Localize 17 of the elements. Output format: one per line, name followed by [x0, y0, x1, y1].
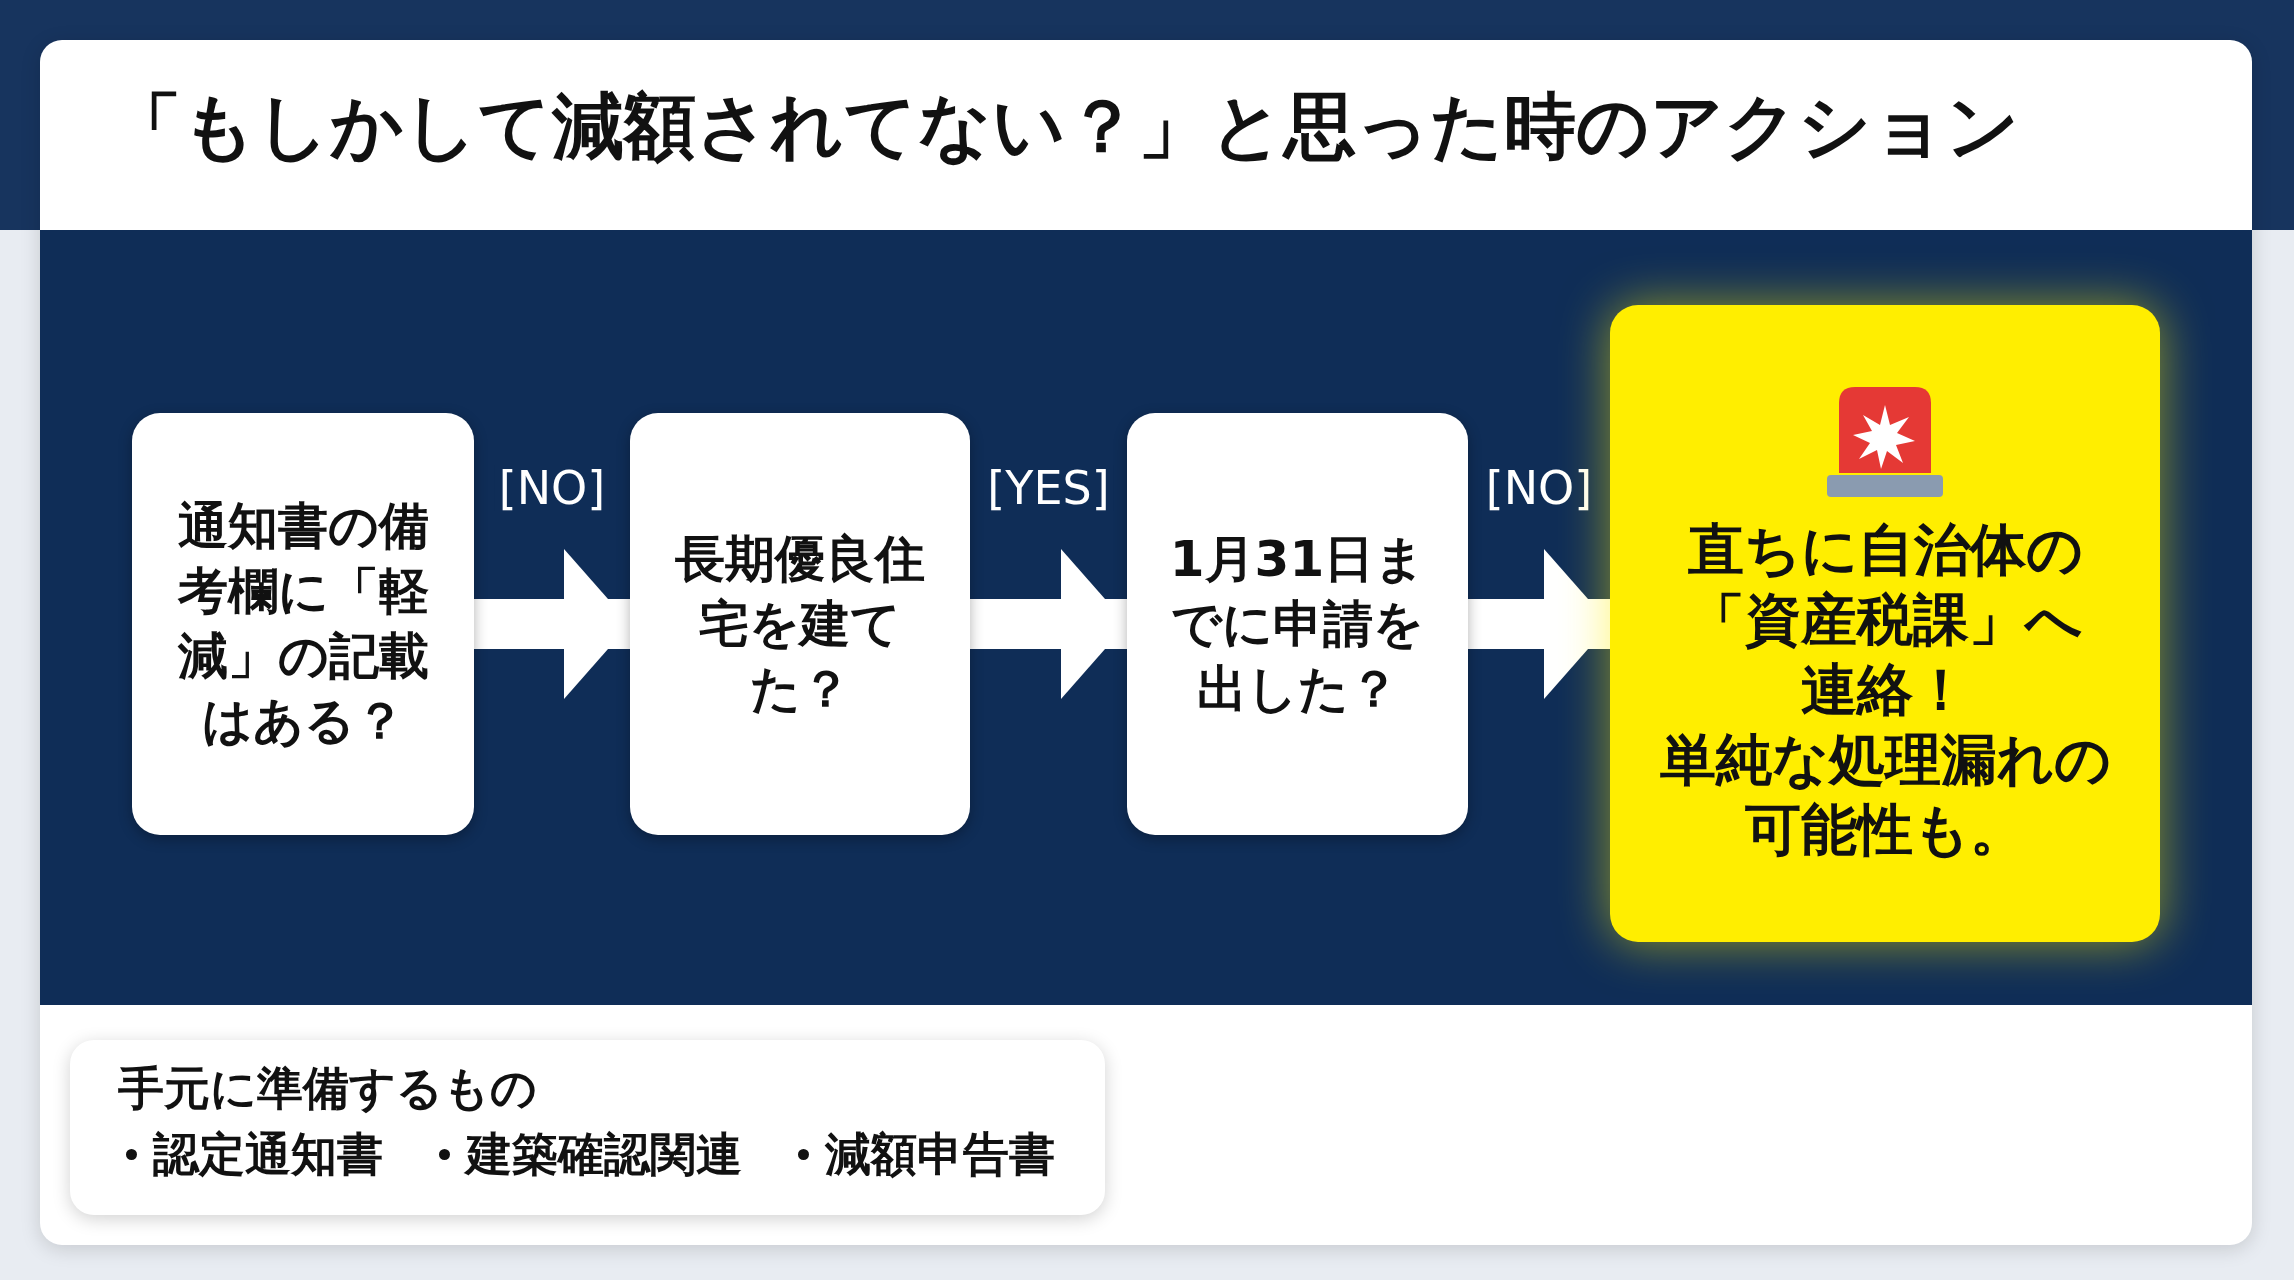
question-box	[132, 413, 474, 835]
checklist-item: 減額申告書	[825, 1125, 1055, 1183]
checklist-item: 建築確認関連	[466, 1125, 742, 1183]
action-text: 単純な処理漏れの可能性も。	[1658, 725, 2112, 864]
question-text: 通知書の備考欄に「軽減」の記載はある？	[176, 496, 430, 752]
flow-arrow	[1468, 549, 1610, 699]
action-text: 直ちに自治体の「資産税課」へ連絡！	[1686, 515, 2084, 724]
highlight-box	[1610, 305, 2160, 942]
question-box	[1127, 413, 1468, 835]
flow-arrow	[970, 549, 1127, 699]
checklist-heading: 手元に準備するもの	[118, 1060, 538, 1117]
question-text: 1月31日までに申請を出した？	[1168, 528, 1427, 720]
flow-arrow	[474, 549, 630, 699]
question-text: 長期優良住宅を建てた？	[674, 528, 926, 720]
checklist-item: 認定通知書	[153, 1125, 383, 1183]
question-box	[630, 413, 970, 835]
checklist-card	[70, 1040, 1105, 1215]
